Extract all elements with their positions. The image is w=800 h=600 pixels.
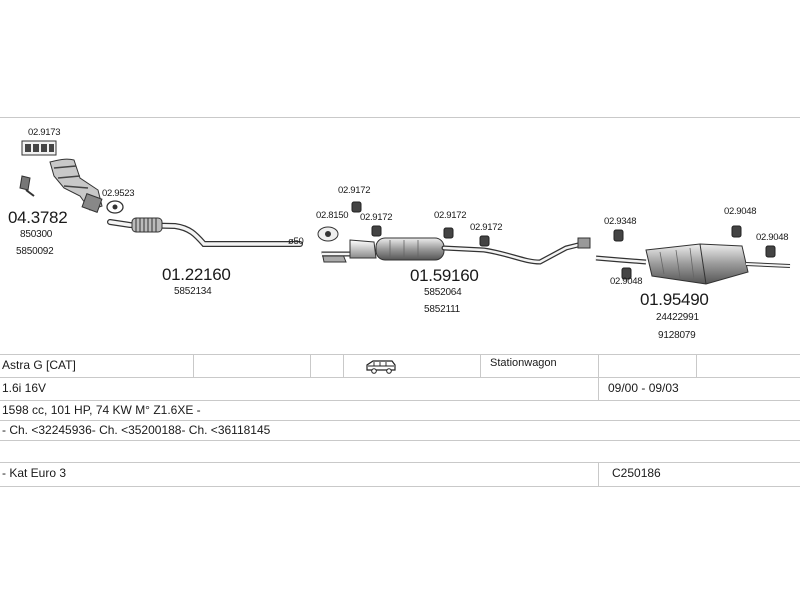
part-number-rear-silencer: 01.95490: [640, 290, 709, 309]
exhaust-system-drawing: [19, 140, 791, 285]
table-border: [0, 420, 800, 421]
part-number-middle-silencer: 01.59160: [410, 266, 479, 285]
oe-number: 5852064: [424, 287, 462, 298]
top-border: [0, 117, 800, 118]
part-number-gasket-top: 02.9173: [28, 127, 61, 138]
hanger-icons: [351, 201, 776, 280]
rear-silencer-part: [595, 243, 791, 285]
table-divider: [696, 354, 697, 377]
table-border: [0, 462, 800, 463]
period-cell: 09/00 - 09/03: [608, 381, 679, 395]
table-divider: [480, 354, 481, 377]
engine-cell: 1.6i 16V: [2, 381, 47, 395]
table-border: [0, 486, 800, 487]
sensor-part: [19, 175, 35, 197]
emission-cell: - Kat Euro 3: [2, 466, 67, 480]
exhaust-manifold-part: [49, 158, 103, 213]
oe-number: 850300: [20, 229, 53, 240]
table-divider: [343, 354, 344, 377]
chassis-cell: - Ch. <32245936- Ch. <35200188- Ch. <361…: [2, 423, 271, 437]
table-divider: [310, 354, 311, 377]
part-number-hanger: 02.9172: [360, 212, 393, 223]
part-number-hanger: 02.9048: [756, 232, 789, 243]
table-divider: [598, 354, 599, 400]
part-number-gasket-mid: 02.8150: [316, 210, 349, 221]
joint-part: [317, 226, 347, 263]
small-gasket-part: [106, 200, 124, 214]
table-border: [0, 354, 800, 355]
gasket-strip-part: [21, 140, 57, 156]
part-number-manifold: 04.3782: [8, 208, 68, 227]
middle-silencer-part: [322, 237, 591, 265]
part-number-hanger: 02.9172: [470, 222, 503, 233]
table-border: [0, 377, 800, 378]
part-number-hanger: 02.9348: [604, 216, 637, 227]
part-number-hanger: 02.9048: [724, 206, 757, 217]
part-number-hanger: 02.9048: [610, 276, 643, 287]
oe-number: 9128079: [658, 330, 696, 341]
oe-number: 24422991: [656, 312, 699, 323]
part-number-hanger: 02.9172: [338, 185, 371, 196]
front-pipe-part: [107, 217, 303, 247]
pipe-diameter-label: ø50: [288, 236, 304, 247]
part-number-hanger: 02.9172: [434, 210, 467, 221]
table-divider: [598, 462, 599, 486]
table-border: [0, 440, 800, 441]
oe-number: 5852134: [174, 286, 212, 297]
body-type-cell: Stationwagon: [490, 357, 557, 369]
spec-cell: 1598 cc, 101 HP, 74 KW M° Z1.6XE -: [2, 403, 201, 417]
car-stationwagon-icon: [366, 360, 396, 374]
part-number-gasket-front: 02.9523: [102, 188, 135, 199]
table-divider: [193, 354, 194, 377]
code-cell: C250186: [612, 466, 661, 480]
part-number-front-pipe: 01.22160: [162, 265, 231, 284]
oe-number: 5852111: [424, 304, 461, 315]
table-border: [0, 400, 800, 401]
model-cell: Astra G [CAT]: [2, 358, 76, 372]
oe-number: 5850092: [16, 246, 54, 257]
